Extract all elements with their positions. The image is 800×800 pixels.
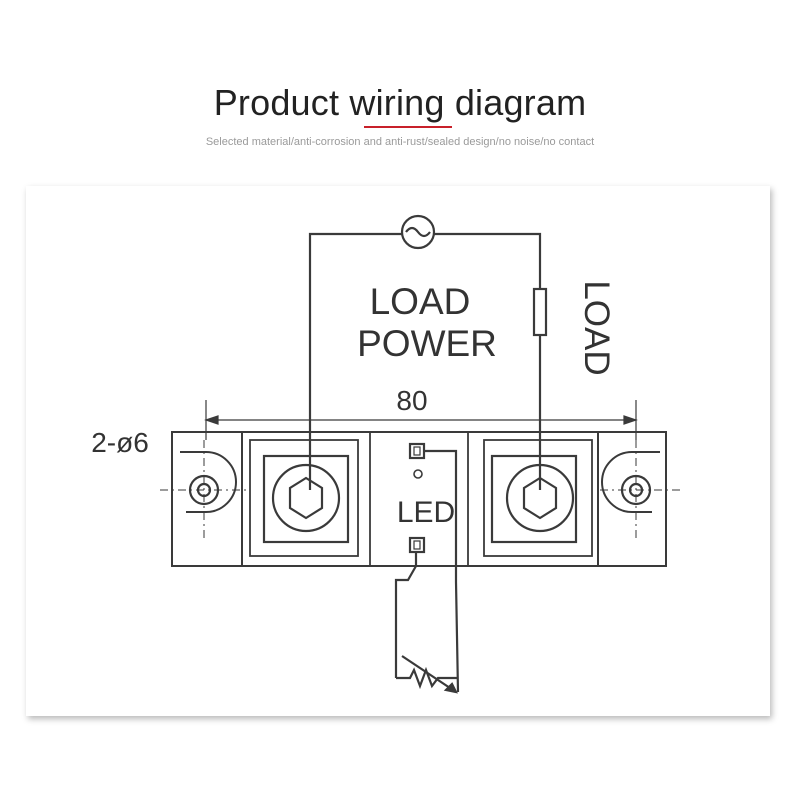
load-resistor-icon (532, 287, 548, 337)
page-title: Product wiring diagram (213, 82, 587, 123)
header: Product wiring diagram Selected material… (0, 0, 800, 180)
relay-body (171, 431, 667, 567)
load-power-label-line2: POWER (357, 323, 497, 364)
control-wire (394, 449, 460, 693)
title-underline (364, 126, 452, 128)
hole-spec-label: 2-ø6 (91, 427, 149, 458)
left-mounting-ear (172, 431, 243, 567)
dimension-line (204, 400, 638, 440)
control-section (369, 432, 469, 566)
potentiometer-icon (396, 655, 458, 694)
page-subtitle: Selected material/anti-corrosion and ant… (205, 136, 595, 148)
ac-source-icon (400, 214, 436, 250)
dimension-label: 80 (396, 385, 427, 416)
hex-terminal-icon-right (483, 439, 593, 557)
hex-terminal-icon-left (249, 439, 359, 557)
led-label: LED (397, 496, 455, 529)
load-label: LOAD (577, 280, 616, 375)
load-power-label-line1: LOAD (370, 281, 471, 322)
